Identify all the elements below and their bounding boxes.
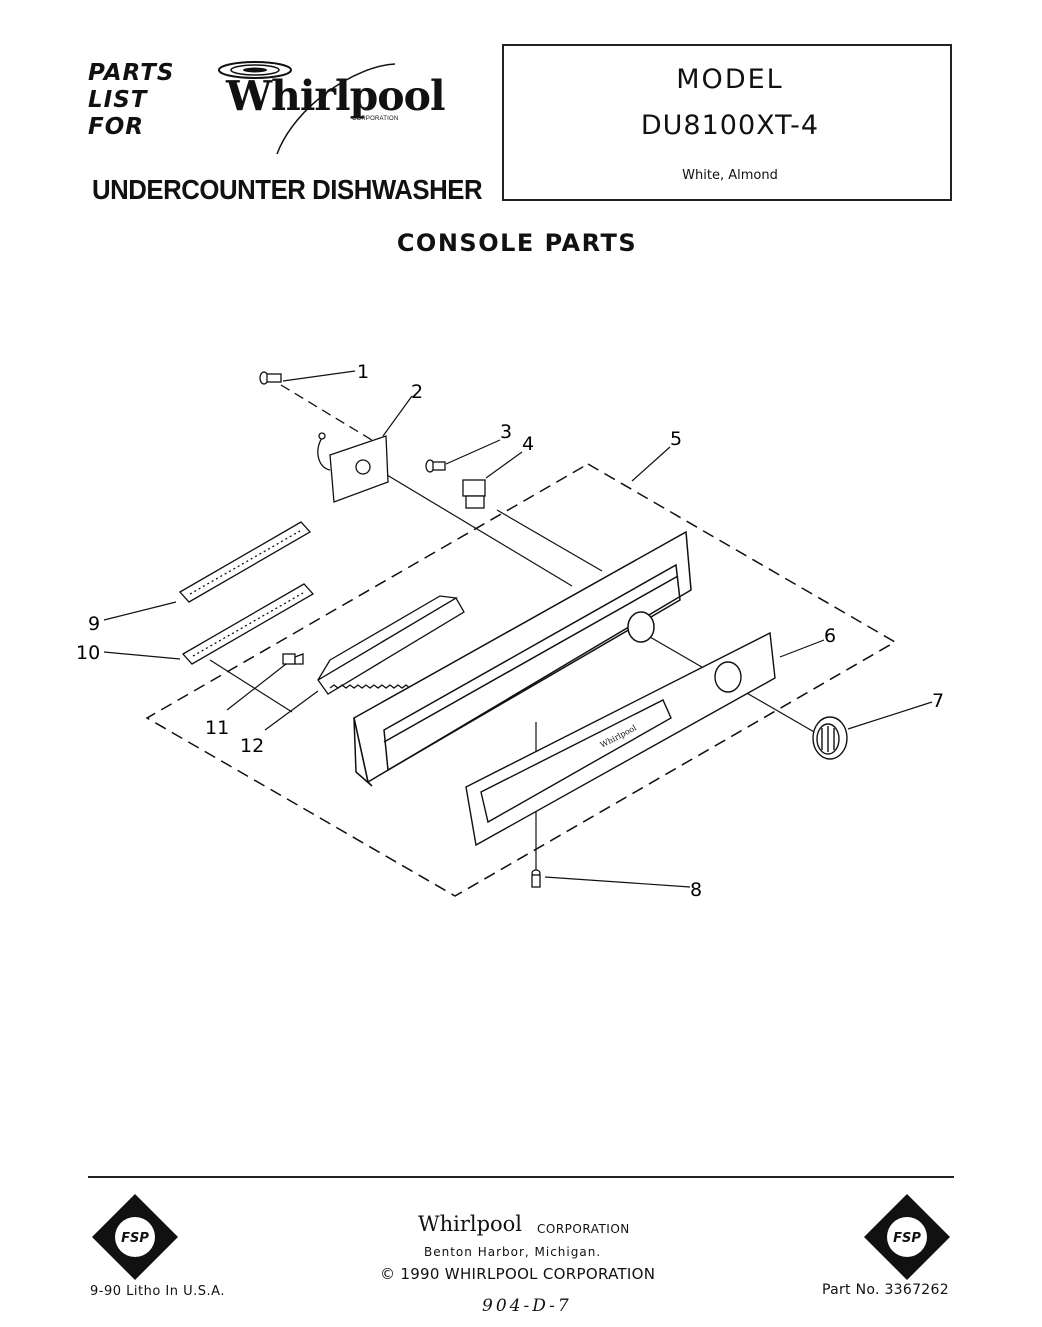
part-4-clip bbox=[462, 479, 486, 509]
footer-part-number: Part No. 3367262 bbox=[822, 1282, 949, 1298]
parts-list-for-label: PARTS LIST FOR bbox=[88, 60, 208, 141]
part-1-screw bbox=[259, 371, 282, 385]
callout-9: 9 bbox=[88, 613, 100, 635]
callout-11: 11 bbox=[205, 717, 229, 739]
assembly-outline bbox=[145, 463, 897, 897]
section-title: CONSOLE PARTS bbox=[396, 229, 638, 257]
part-3-screw bbox=[425, 459, 446, 473]
screw-alignment-line bbox=[280, 384, 386, 449]
part-5-console-panel bbox=[353, 530, 692, 787]
footer-print-info: 9-90 Litho In U.S.A. bbox=[90, 1284, 225, 1299]
model-box: MODEL DU8100XT-4 White, Almond bbox=[502, 44, 952, 201]
leader-lines bbox=[103, 370, 933, 888]
callout-5: 5 bbox=[670, 428, 682, 450]
model-number: DU8100XT-4 bbox=[640, 110, 820, 141]
footer-copyright: © 1990 WHIRLPOOL CORPORATION bbox=[380, 1265, 656, 1283]
fsp-badge-left-icon: FSP bbox=[92, 1194, 178, 1280]
handwritten-code: 904-D-7 bbox=[482, 1296, 572, 1316]
parts-word: PARTS bbox=[88, 60, 175, 86]
callout-4: 4 bbox=[522, 433, 534, 455]
footer-address: Benton Harbor, Michigan. bbox=[424, 1245, 602, 1259]
part-6-overlay: Whirlpool bbox=[465, 631, 776, 847]
callout-3: 3 bbox=[500, 421, 512, 443]
callout-12: 12 bbox=[240, 735, 264, 757]
footer-divider bbox=[88, 1176, 954, 1178]
callout-10: 10 bbox=[76, 642, 100, 664]
brand-wordmark: Whirlpool bbox=[226, 72, 446, 120]
part-10-strip bbox=[181, 583, 315, 665]
svg-text:FSP: FSP bbox=[121, 1231, 149, 1246]
callout-8: 8 bbox=[690, 879, 702, 901]
part-12-switch-bank bbox=[317, 595, 465, 695]
model-label: MODEL bbox=[676, 64, 784, 95]
callout-6: 6 bbox=[824, 625, 836, 647]
callout-2: 2 bbox=[411, 381, 423, 403]
part-9-strip bbox=[178, 521, 312, 603]
callout-1: 1 bbox=[357, 361, 369, 383]
brand-corporation-sub: CORPORATION bbox=[352, 116, 399, 122]
fsp-badge-right-icon: FSP bbox=[864, 1194, 950, 1280]
svg-text:FSP: FSP bbox=[893, 1231, 921, 1246]
part-2-bracket bbox=[317, 432, 389, 503]
for-word: FOR bbox=[88, 114, 144, 140]
model-colors: White, Almond bbox=[682, 168, 778, 183]
part-8-screw bbox=[531, 869, 541, 888]
console-parts-diagram: Whirlpool 1 2 3 4 5 6 7 8 9 10 11 12 bbox=[76, 361, 944, 901]
part-7-knob bbox=[812, 716, 848, 760]
whirlpool-swirl-logo-icon bbox=[218, 61, 396, 155]
list-word: LIST bbox=[88, 87, 148, 113]
footer-corporation: CORPORATION bbox=[537, 1222, 630, 1236]
footer-brand: Whirlpool bbox=[418, 1212, 523, 1236]
callout-7: 7 bbox=[932, 690, 944, 712]
part-11-connector bbox=[282, 653, 304, 665]
document-type: UNDERCOUNTER DISHWASHER bbox=[92, 174, 483, 205]
